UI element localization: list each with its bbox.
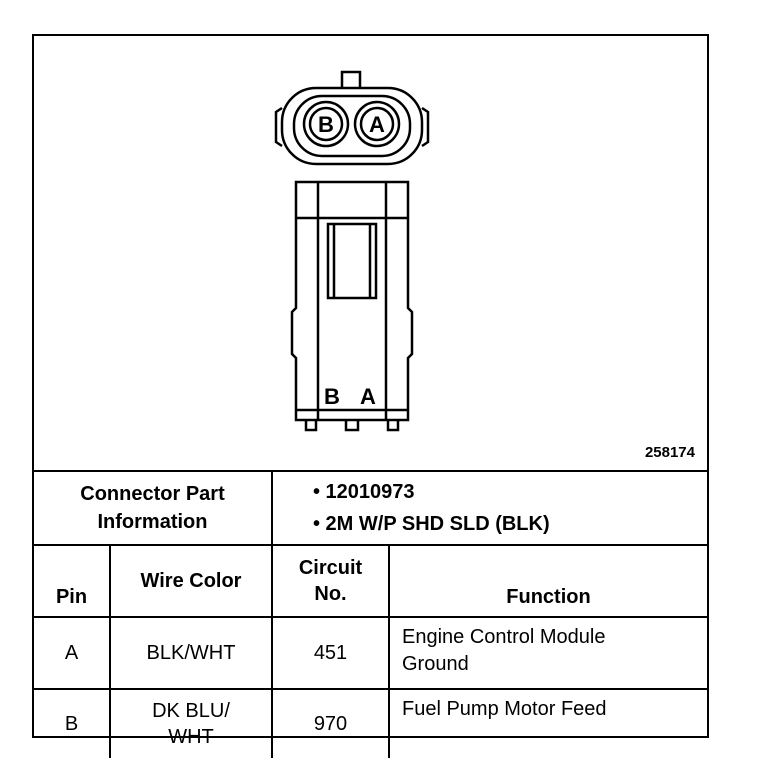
terminal-left xyxy=(304,420,318,432)
connector-drawing: B A B A xyxy=(274,70,430,432)
connector-face-inner xyxy=(292,94,412,158)
header-function: Function xyxy=(387,544,708,618)
table-row: A BLK/WHT 451 Engine Control Module Grou… xyxy=(34,616,708,690)
row-function: Engine Control Module Ground xyxy=(387,616,708,690)
cavity-b-inner xyxy=(308,106,344,142)
face-pin-label-a: A xyxy=(369,112,385,137)
row-wire-color: BLK/WHT xyxy=(109,616,273,690)
row-wire-color-line2: WHT xyxy=(168,726,214,748)
connector-face-rib-left xyxy=(274,106,283,148)
terminal-middle xyxy=(344,420,360,432)
row-wire-color-line1: BLK/WHT xyxy=(146,642,236,664)
part-info-row: Connector Part Information • 12010973 • … xyxy=(34,470,708,546)
part-number: • 12010973 xyxy=(313,481,415,503)
connector-face-housing xyxy=(280,86,424,166)
row-function-line1: Engine Control Module xyxy=(402,626,606,648)
figure-number: 258174 xyxy=(644,444,695,461)
table-row: B DK BLU/ WHT 970 Fuel Pump Motor Feed xyxy=(34,688,708,758)
row-function-line2: Ground xyxy=(402,653,469,675)
connector-sheet: B A B A xyxy=(32,34,709,758)
face-pin-label-b: B xyxy=(318,112,334,137)
part-description: • 2M W/P SHD SLD (BLK) xyxy=(313,513,550,535)
row-pin: B xyxy=(34,688,111,758)
part-info-label: Connector Part Information xyxy=(34,470,273,546)
connector-side-window xyxy=(326,222,378,300)
row-circuit: 451 xyxy=(271,616,390,690)
row-wire-color: DK BLU/ WHT xyxy=(109,688,273,758)
header-pin: Pin xyxy=(34,544,111,618)
cavity-a-inner xyxy=(359,106,395,142)
part-info-label-line2: Information xyxy=(97,511,208,533)
header-row: Pin Wire Color Circuit No. Function xyxy=(34,544,708,618)
terminal-right xyxy=(386,420,400,432)
cavity-b-outer xyxy=(302,100,350,148)
connector-side-body xyxy=(290,180,414,422)
row-wire-color-line1: DK BLU/ xyxy=(152,700,230,722)
row-function: Fuel Pump Motor Feed xyxy=(387,688,708,758)
row-pin: A xyxy=(34,616,111,690)
part-info-values: • 12010973 • 2M W/P SHD SLD (BLK) xyxy=(270,470,708,546)
row-circuit: 970 xyxy=(271,688,390,758)
side-pin-label-b: B xyxy=(324,384,340,409)
header-circuit-line2: No. xyxy=(314,583,347,605)
side-pin-label-a: A xyxy=(360,384,376,409)
connector-table: Connector Part Information • 12010973 • … xyxy=(34,470,708,758)
cavity-a-outer xyxy=(353,100,401,148)
connector-diagram: B A B A xyxy=(34,36,707,470)
connector-face-rib-right xyxy=(421,106,430,148)
row-function-line1: Fuel Pump Motor Feed xyxy=(402,698,607,720)
header-wire-color: Wire Color xyxy=(109,544,273,618)
header-circuit: Circuit No. xyxy=(271,544,390,618)
header-circuit-line1: Circuit xyxy=(298,557,363,579)
part-info-label-line1: Connector Part xyxy=(80,483,225,505)
connector-latch-tab xyxy=(340,70,362,88)
